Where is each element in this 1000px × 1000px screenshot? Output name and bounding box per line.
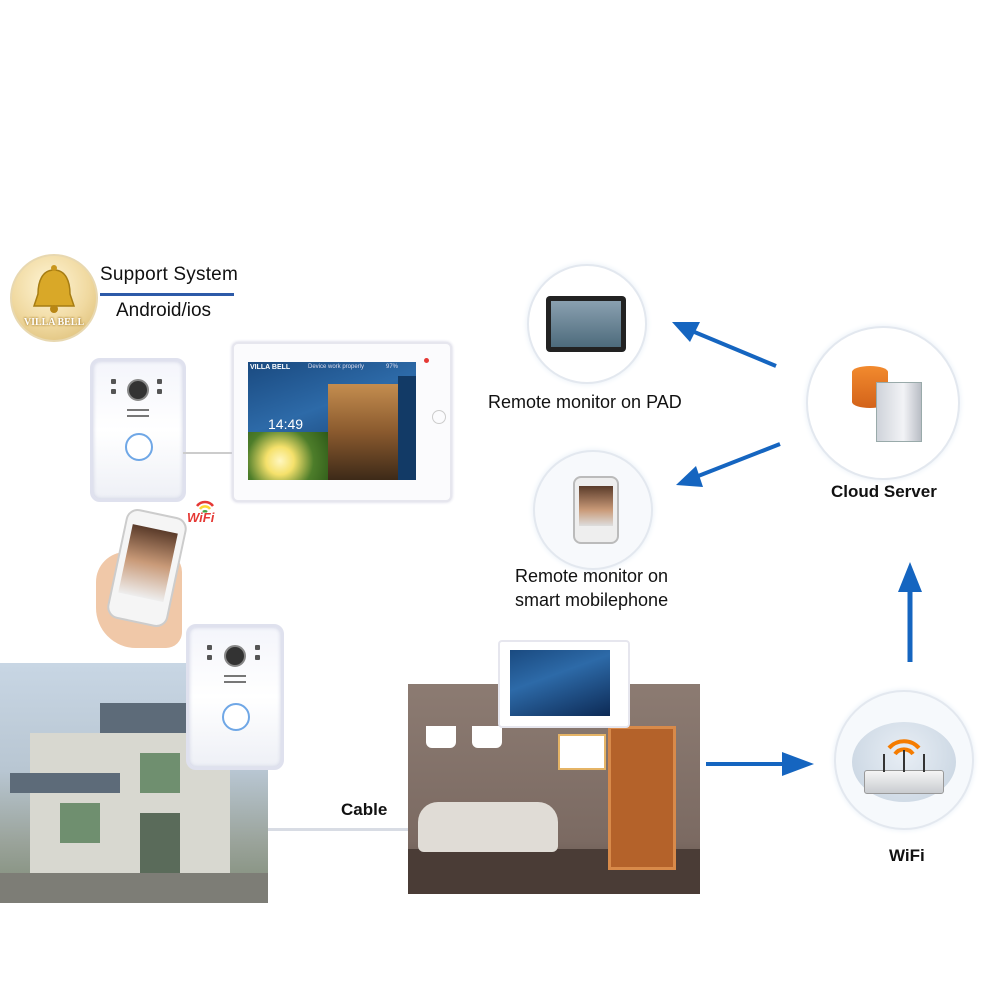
cable-label: Cable: [341, 800, 388, 819]
connector-line: [183, 452, 233, 454]
smartphone-in-hand: [96, 506, 189, 650]
call-bell-button: [125, 433, 153, 461]
wifi-badge: WiFi: [185, 496, 225, 529]
bell-icon: [32, 265, 76, 313]
window: [140, 753, 180, 793]
power-led: [424, 358, 429, 363]
phone-label-line1: Remote monitor on: [515, 566, 669, 586]
villa-bell-logo: VILLA BELL: [10, 254, 98, 342]
wifi-badge-icon: [196, 500, 214, 514]
wifi-router-circle: [834, 690, 974, 830]
room-wallpaper: [328, 384, 398, 480]
ir-led: [157, 389, 162, 394]
cloud-server-circle: [806, 326, 960, 480]
speaker-grille: [224, 675, 246, 677]
ir-led: [111, 389, 116, 394]
screen-header-text: Device work properly: [308, 364, 365, 370]
wifi-label: WiFi: [889, 846, 925, 865]
speaker-grille: [127, 409, 149, 411]
pad-circle: [527, 264, 647, 384]
cable-line: [268, 828, 408, 831]
home-button: [432, 410, 446, 424]
living-room-scene: [408, 684, 700, 894]
screen-clock: 14:49: [268, 416, 304, 432]
doorbell-panel: [90, 358, 186, 502]
flower-wallpaper: [248, 432, 328, 480]
phone-screen: [579, 486, 613, 526]
roof: [10, 773, 120, 793]
pad-label: Remote monitor on PAD: [488, 392, 682, 412]
ir-led: [255, 655, 260, 660]
screen-battery: 97%: [386, 364, 399, 370]
support-system-subtitle: Android/ios: [116, 300, 212, 321]
support-system-title: Support System: [100, 264, 238, 285]
cloud-server-label: Cloud Server: [831, 482, 937, 501]
speaker-grille: [224, 681, 246, 683]
arrow-server-to-pad: [672, 322, 777, 368]
screen-brand: VILLA BELL: [250, 364, 291, 371]
wall-monitor: [558, 734, 606, 770]
screen-menu-bar: [398, 376, 416, 480]
call-bell-button: [222, 703, 250, 731]
title-underline: [100, 293, 234, 296]
ir-led: [111, 379, 116, 384]
indoor-monitor-inset: [498, 640, 630, 728]
window: [60, 803, 100, 843]
monitor-screen: [510, 650, 610, 716]
wifi-badge-text: WiFi: [187, 510, 215, 525]
camera-lens-icon: [127, 379, 149, 401]
ir-led: [207, 655, 212, 660]
arrow-wifi-to-server: [898, 562, 922, 662]
tablet-device: [546, 296, 626, 352]
phone-circle: [533, 450, 653, 570]
house-scene: [0, 663, 268, 903]
front-door: [140, 813, 180, 883]
server-tower: [876, 382, 922, 442]
monitor-screen: VILLA BELL Device work properly 97% 14:4…: [248, 362, 416, 480]
ir-led: [207, 645, 212, 650]
arrow-server-to-phone: [676, 442, 781, 487]
doorbell-panel-outdoor: [186, 624, 284, 770]
ir-led: [157, 379, 162, 384]
phone-label-line2: smart mobilephone: [515, 590, 669, 610]
wifi-signal-icon: [883, 739, 925, 772]
camera-lens-icon: [224, 645, 246, 667]
sofa: [418, 802, 558, 852]
ir-led: [255, 645, 260, 650]
logo-text: VILLA BELL: [23, 317, 85, 328]
phone-screen: [118, 524, 178, 603]
driveway: [0, 873, 268, 903]
speaker-grille: [127, 415, 149, 417]
door: [608, 726, 676, 870]
pendant-lamp: [472, 726, 502, 748]
pendant-lamp: [426, 726, 456, 748]
arrow-room-to-wifi: [706, 752, 814, 776]
indoor-monitor: VILLA BELL Device work properly 97% 14:4…: [232, 342, 452, 502]
smartphone: [573, 476, 619, 544]
tablet-screen: [551, 301, 621, 347]
